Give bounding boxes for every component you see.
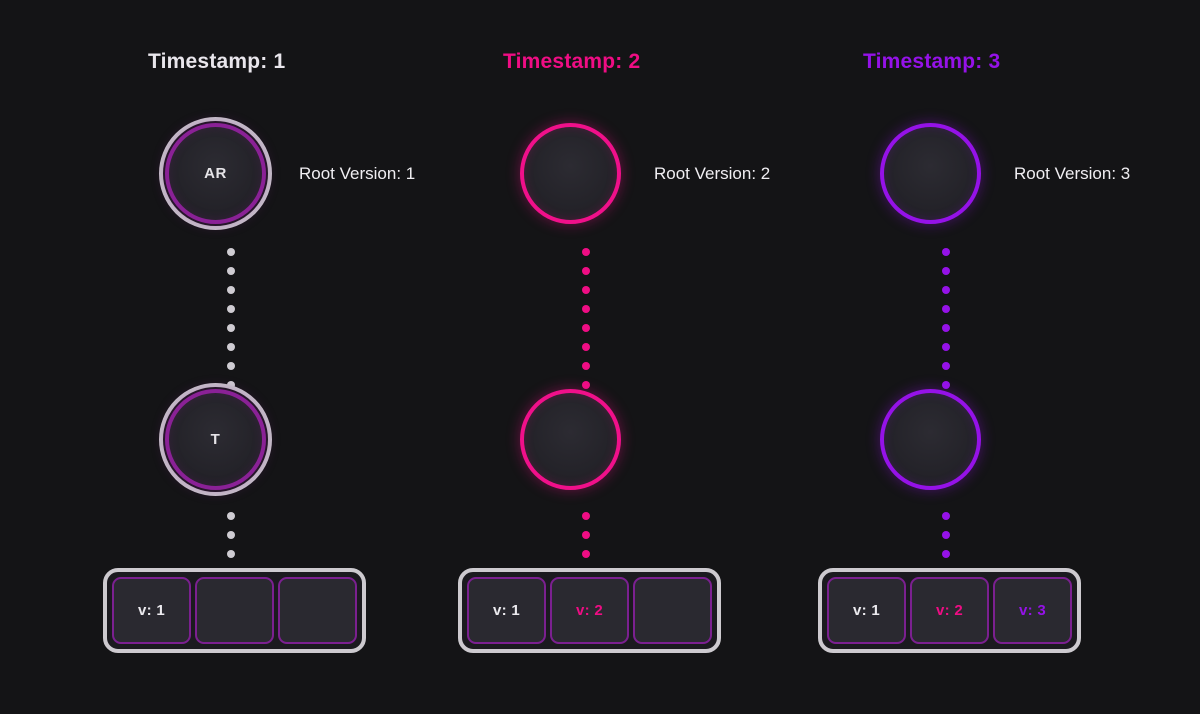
mid-node-1[interactable]: T xyxy=(159,383,272,496)
version-cell[interactable]: v: 1 xyxy=(467,577,546,644)
root-node-ring-3 xyxy=(880,123,981,224)
connector-dot xyxy=(582,381,590,389)
connector-dot xyxy=(582,267,590,275)
version-cell[interactable]: v: 2 xyxy=(550,577,629,644)
mid-node-label-1: T xyxy=(210,431,221,448)
connector-dot xyxy=(582,531,590,539)
connector-dot xyxy=(942,267,950,275)
root-version-caption-3: Root Version: 3 xyxy=(1014,163,1131,183)
connector-dot xyxy=(227,362,235,370)
connector-dot xyxy=(227,550,235,558)
connector-dot xyxy=(227,531,235,539)
version-cell[interactable]: v: 3 xyxy=(993,577,1072,644)
root-node-row-3: Root Version: 3 xyxy=(880,123,1130,224)
version-cell[interactable]: v: 1 xyxy=(112,577,191,644)
timestamp-label-1: Timestamp: 1 xyxy=(148,50,286,73)
connector-dot xyxy=(942,512,950,520)
connector-dot xyxy=(942,362,950,370)
root-node-label-1: AR xyxy=(204,165,227,182)
connector-dot xyxy=(582,286,590,294)
root-version-caption-2: Root Version: 2 xyxy=(654,163,771,183)
connector-dot xyxy=(582,550,590,558)
connector-dot xyxy=(942,550,950,558)
version-cell[interactable]: v: 2 xyxy=(910,577,989,644)
mid-node-2[interactable] xyxy=(520,389,621,490)
connector-dot xyxy=(227,286,235,294)
version-bar-1: v: 1 xyxy=(103,568,366,653)
connector-dot xyxy=(942,324,950,332)
version-cell[interactable] xyxy=(278,577,357,644)
mid-node-row-3 xyxy=(880,389,981,490)
mid-node-ring-3 xyxy=(880,389,981,490)
connector-dot xyxy=(227,343,235,351)
root-node-row-1: AR Root Version: 1 xyxy=(159,117,416,230)
timeline-column-1: Timestamp: 1 AR Root Version: 1 T v: 1 xyxy=(15,0,415,714)
connector-dot xyxy=(942,343,950,351)
timestamp-label-3: Timestamp: 3 xyxy=(863,50,1001,73)
connector-dot xyxy=(582,512,590,520)
connector-dot xyxy=(227,305,235,313)
root-node-row-2: Root Version: 2 xyxy=(520,123,770,224)
root-node-ring-2 xyxy=(520,123,621,224)
connector-dot xyxy=(942,248,950,256)
root-node-3[interactable] xyxy=(880,123,981,224)
mid-node-row-2 xyxy=(520,389,621,490)
connector-dot xyxy=(582,305,590,313)
mid-node-ring-1 xyxy=(165,389,266,490)
connector-dot xyxy=(227,267,235,275)
connector-dot xyxy=(582,324,590,332)
root-node-1[interactable]: AR xyxy=(159,117,272,230)
timestamp-label-2: Timestamp: 2 xyxy=(503,50,641,73)
connector-dot xyxy=(942,305,950,313)
connector-dot xyxy=(227,248,235,256)
connector-dot xyxy=(942,286,950,294)
version-cell[interactable] xyxy=(195,577,274,644)
root-node-ring-1 xyxy=(165,123,266,224)
connector-dot xyxy=(942,531,950,539)
connector-dot xyxy=(227,324,235,332)
root-node-2[interactable] xyxy=(520,123,621,224)
root-version-caption-1: Root Version: 1 xyxy=(299,163,416,183)
version-cell[interactable] xyxy=(633,577,712,644)
mid-node-3[interactable] xyxy=(880,389,981,490)
version-cell[interactable]: v: 1 xyxy=(827,577,906,644)
connector-dot xyxy=(582,343,590,351)
mid-node-ring-2 xyxy=(520,389,621,490)
connector-dot xyxy=(582,248,590,256)
connector-dot xyxy=(942,381,950,389)
mid-node-row-1: T xyxy=(159,383,272,496)
connector-dot xyxy=(582,362,590,370)
connector-dot xyxy=(227,512,235,520)
